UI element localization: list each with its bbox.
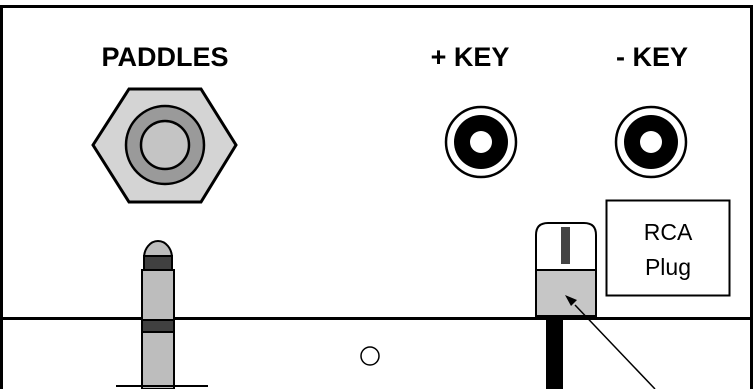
minus-key-label: - KEY bbox=[616, 42, 688, 72]
callout-line-1: RCA bbox=[644, 219, 693, 245]
callout-line-2: Plug bbox=[645, 254, 691, 280]
mounting-hole bbox=[360, 346, 380, 366]
plug-tip bbox=[142, 240, 174, 259]
paddles-label: PADDLES bbox=[101, 42, 228, 72]
plus-key-label: + KEY bbox=[431, 42, 510, 72]
arrow-head bbox=[565, 295, 577, 306]
paddles-jack bbox=[91, 87, 238, 204]
panel bbox=[0, 5, 753, 389]
minus-key-rca-jack bbox=[614, 105, 688, 179]
plug-tip-insulator bbox=[143, 255, 173, 271]
rca-plug-callout: RCA Plug bbox=[605, 199, 731, 297]
minus-jack-center bbox=[640, 131, 662, 153]
arrow-shaft bbox=[574, 304, 656, 389]
callout-arrow bbox=[565, 295, 656, 389]
rca-plug-cable bbox=[546, 314, 563, 389]
stereo-plug bbox=[116, 240, 208, 389]
rca-plug-body bbox=[535, 269, 597, 317]
plus-jack-center bbox=[470, 131, 492, 153]
plug-ring-insulator bbox=[141, 319, 175, 333]
callout-box bbox=[605, 199, 731, 297]
jack-inner-socket bbox=[139, 119, 191, 171]
plus-key-rca-jack bbox=[444, 105, 518, 179]
rca-plug bbox=[535, 222, 597, 389]
rca-plug-pin bbox=[561, 227, 570, 264]
panel-upper-outline bbox=[0, 5, 753, 389]
